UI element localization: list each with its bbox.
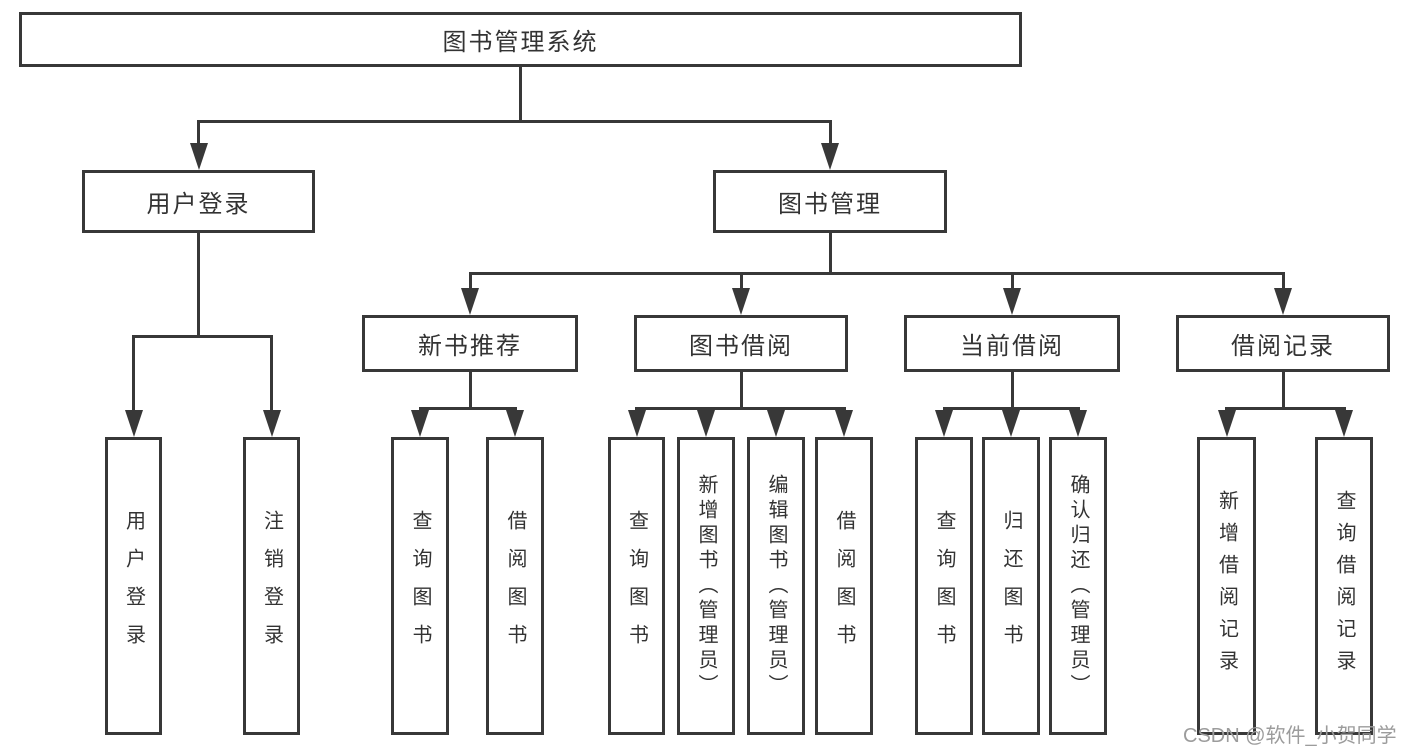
connector-line bbox=[468, 272, 1285, 275]
node-label: 用户登录 bbox=[122, 510, 145, 662]
arrowhead-icon bbox=[1335, 410, 1353, 437]
arrowhead-icon bbox=[1217, 410, 1236, 437]
node-leaf-logout: 注销登录 bbox=[243, 437, 300, 735]
node-leaf-borrow-books-2: 借阅图书 bbox=[815, 437, 873, 735]
node-leaf-add-borrow-record: 新增借阅记录 bbox=[1197, 437, 1256, 735]
node-leaf-edit-books: 编辑图书（管理员） bbox=[747, 437, 805, 735]
node-user-login: 用户登录 bbox=[82, 170, 315, 233]
arrowhead-icon bbox=[461, 288, 479, 315]
node-label: 查询借阅记录 bbox=[1333, 490, 1355, 682]
node-label: 注销登录 bbox=[260, 510, 283, 662]
node-book-management: 图书管理 bbox=[713, 170, 947, 233]
connector-line bbox=[132, 335, 273, 338]
node-label: 图书管理系统 bbox=[442, 29, 599, 56]
arrowhead-icon bbox=[189, 143, 208, 170]
node-label: 借阅图书 bbox=[833, 510, 855, 662]
node-label: 编辑图书（管理员） bbox=[765, 473, 787, 699]
node-leaf-user-login: 用户登录 bbox=[105, 437, 162, 735]
node-root: 图书管理系统 bbox=[19, 12, 1022, 67]
connector-line bbox=[197, 120, 832, 123]
connector-line bbox=[828, 233, 832, 275]
connector-line bbox=[418, 407, 517, 410]
connector-line bbox=[468, 372, 472, 410]
arrowhead-icon bbox=[627, 410, 646, 437]
arrowhead-icon bbox=[1274, 288, 1292, 315]
arrowhead-icon bbox=[262, 410, 281, 437]
connector-line bbox=[270, 335, 273, 413]
connector-line bbox=[635, 407, 846, 410]
node-borrowing-records: 借阅记录 bbox=[1176, 315, 1390, 372]
node-label: 图书借阅 bbox=[689, 333, 793, 360]
connector-line bbox=[1010, 272, 1014, 291]
node-label: 查询图书 bbox=[625, 510, 648, 662]
node-leaf-query-books-3: 查询图书 bbox=[915, 437, 973, 735]
connector-line bbox=[1281, 272, 1285, 291]
connector-line bbox=[739, 372, 743, 410]
connector-line bbox=[197, 120, 200, 146]
connector-line bbox=[1281, 372, 1285, 410]
node-leaf-query-books-1: 查询图书 bbox=[391, 437, 449, 735]
node-book-borrowing: 图书借阅 bbox=[634, 315, 848, 372]
connector-line bbox=[519, 67, 522, 123]
node-leaf-query-books-2: 查询图书 bbox=[608, 437, 665, 735]
node-label: 查询图书 bbox=[409, 510, 431, 662]
node-label: 用户登录 bbox=[146, 191, 251, 218]
arrowhead-icon bbox=[1069, 410, 1087, 437]
arrowhead-icon bbox=[732, 288, 750, 315]
node-new-book-recommend: 新书推荐 bbox=[362, 315, 578, 372]
arrowhead-icon bbox=[821, 143, 839, 170]
node-leaf-confirm-return: 确认归还（管理员） bbox=[1049, 437, 1107, 735]
node-label: 当前借阅 bbox=[960, 333, 1064, 360]
arrowhead-icon bbox=[767, 410, 785, 437]
node-label: 查询图书 bbox=[933, 510, 955, 662]
node-leaf-query-borrow-record: 查询借阅记录 bbox=[1315, 437, 1373, 735]
connector-line bbox=[132, 335, 135, 413]
node-leaf-borrow-books-1: 借阅图书 bbox=[486, 437, 544, 735]
connector-line bbox=[828, 120, 832, 146]
connector-line bbox=[739, 272, 743, 291]
arrowhead-icon bbox=[506, 410, 524, 437]
arrowhead-icon bbox=[697, 410, 715, 437]
node-current-borrowing: 当前借阅 bbox=[904, 315, 1120, 372]
node-label: 新书推荐 bbox=[418, 333, 522, 360]
node-label: 借阅图书 bbox=[504, 510, 526, 662]
arrowhead-icon bbox=[1003, 288, 1021, 315]
node-label: 借阅记录 bbox=[1231, 333, 1335, 360]
connector-line bbox=[197, 233, 200, 338]
arrowhead-icon bbox=[411, 410, 429, 437]
connector-line bbox=[468, 272, 472, 291]
arrowhead-icon bbox=[935, 410, 953, 437]
connector-line bbox=[1225, 407, 1346, 410]
node-leaf-add-books: 新增图书（管理员） bbox=[677, 437, 735, 735]
connector-line bbox=[1010, 372, 1014, 410]
watermark: CSDN @软件_小贺同学 bbox=[1183, 725, 1397, 747]
arrowhead-icon bbox=[124, 410, 143, 437]
node-label: 归还图书 bbox=[1000, 510, 1022, 662]
arrowhead-icon bbox=[1002, 410, 1020, 437]
node-label: 确认归还（管理员） bbox=[1067, 473, 1089, 699]
arrowhead-icon bbox=[835, 410, 853, 437]
node-label: 新增借阅记录 bbox=[1215, 490, 1238, 682]
node-leaf-return-books: 归还图书 bbox=[982, 437, 1040, 735]
node-label: 图书管理 bbox=[778, 191, 882, 218]
node-label: 新增图书（管理员） bbox=[695, 473, 717, 699]
